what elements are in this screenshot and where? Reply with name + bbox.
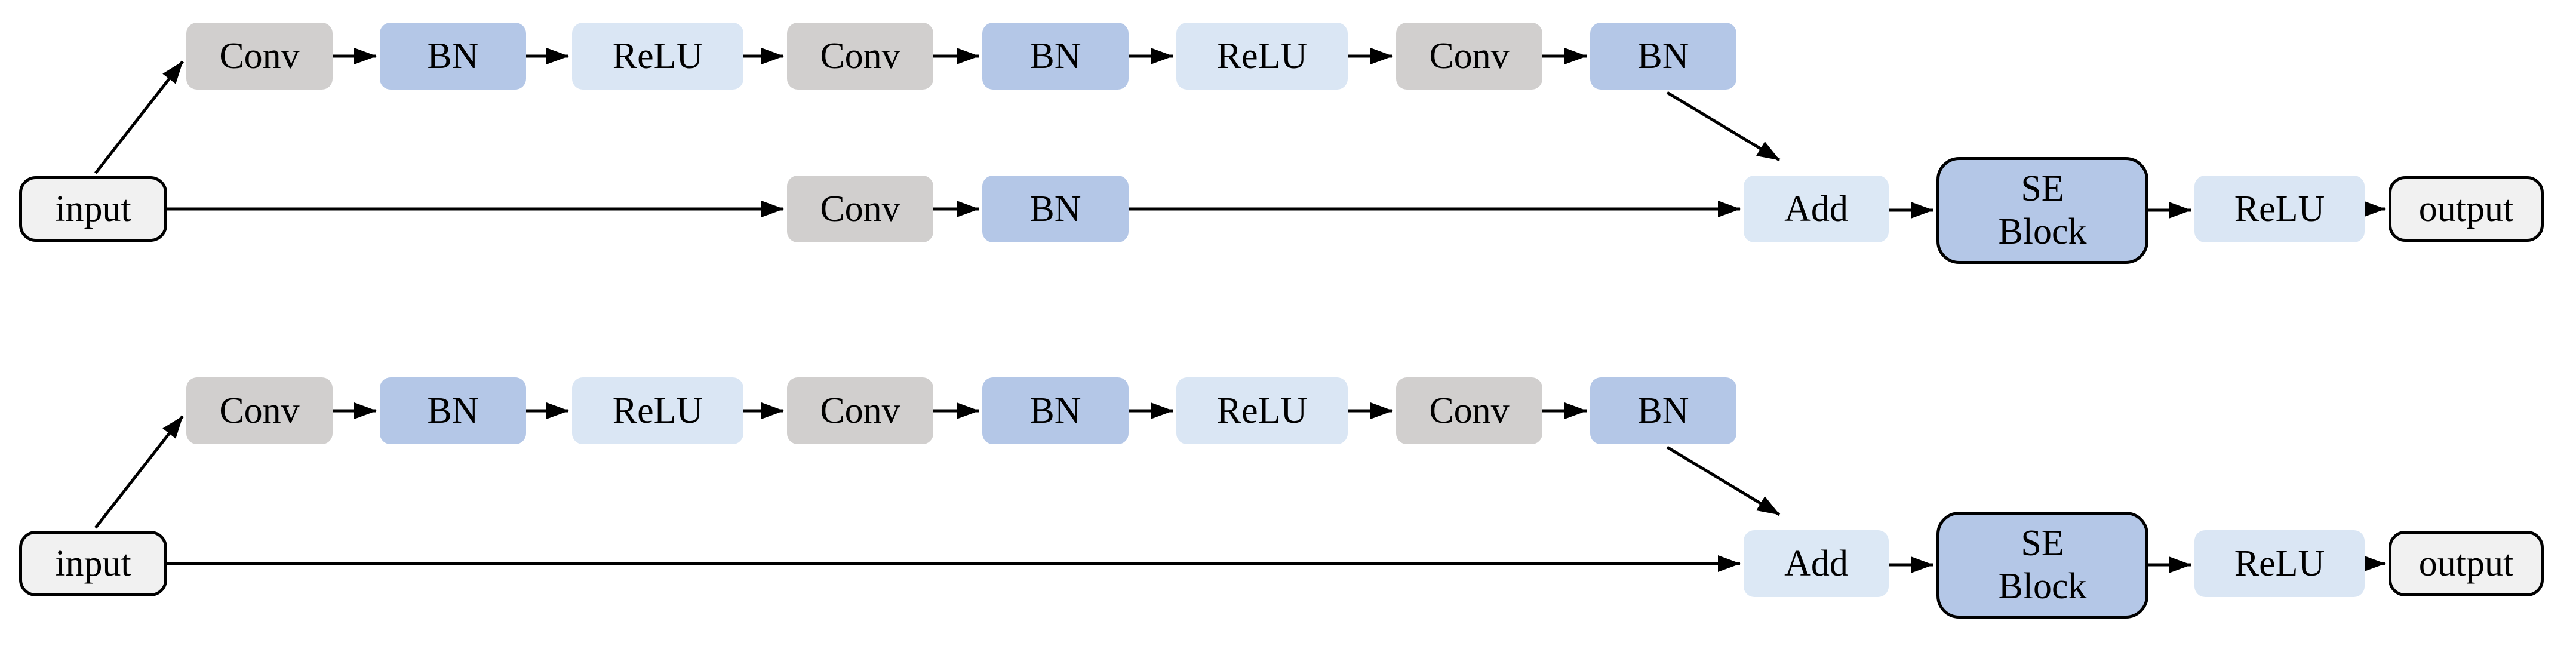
final-relu-block: ReLU [2194,176,2365,242]
batchnorm-block: BN [982,23,1129,90]
flow-arrow [1666,91,1781,162]
final-relu-block: ReLU [2194,530,2365,597]
se-block-label-line2: Block [1998,211,2087,252]
conv-block: Conv [1396,23,1542,90]
shortcut-conv-block: Conv [787,176,933,242]
batchnorm-block: BN [1590,23,1736,90]
conv-block: Conv [186,377,333,444]
conv-block: Conv [787,377,933,444]
relu-block: ReLU [572,23,743,90]
flow-arrow [1666,445,1781,516]
flow-arrow [94,415,184,529]
add-block: Add [1744,176,1889,242]
se-block: SE Block [1936,512,2148,619]
se-block-label-line1: SE [2021,523,2064,564]
se-block: SE Block [1936,157,2148,264]
batchnorm-block: BN [380,377,526,444]
relu-block: ReLU [1176,377,1348,444]
relu-block: ReLU [1176,23,1348,90]
relu-block: ReLU [572,377,743,444]
input-block: input [19,176,167,242]
se-block-label-line2: Block [1998,565,2087,607]
conv-block: Conv [787,23,933,90]
output-block: output [2389,531,2544,596]
flow-arrow [94,60,184,174]
se-block-label-line1: SE [2021,168,2064,210]
conv-block: Conv [1396,377,1542,444]
batchnorm-block: BN [1590,377,1736,444]
input-block: input [19,531,167,596]
batchnorm-block: BN [982,377,1129,444]
conv-block: Conv [186,23,333,90]
add-block: Add [1744,530,1889,597]
output-block: output [2389,176,2544,242]
shortcut-batchnorm-block: BN [982,176,1129,242]
batchnorm-block: BN [380,23,526,90]
